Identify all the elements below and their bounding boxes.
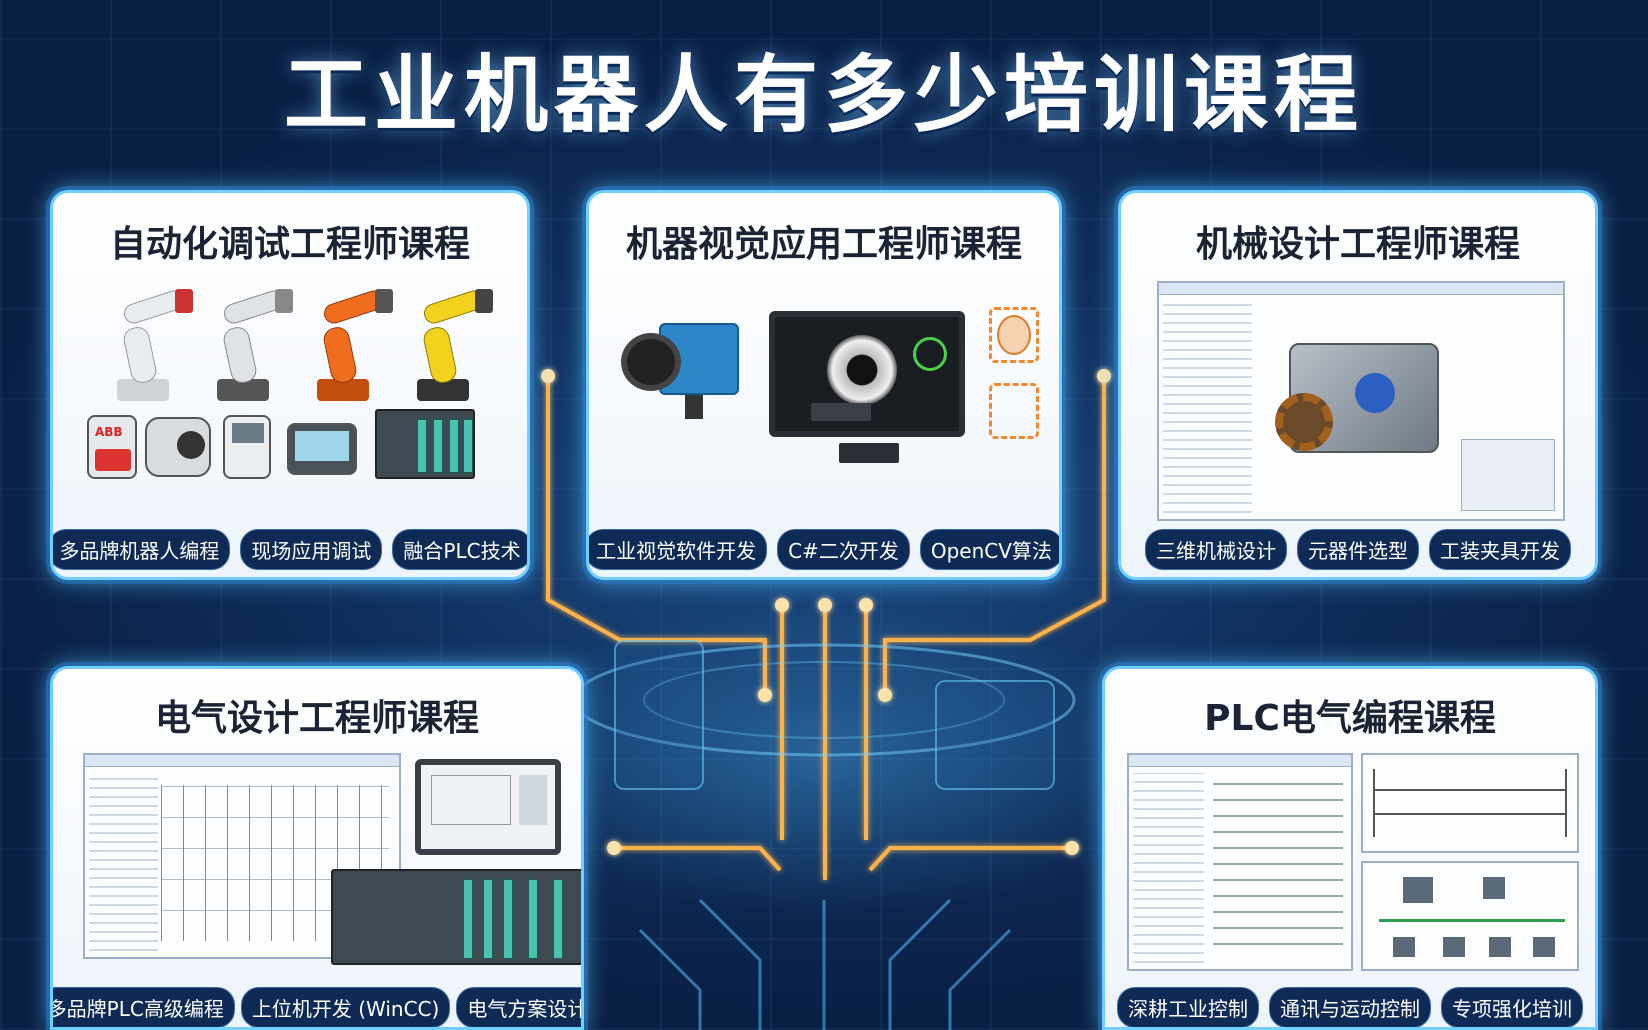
- circuit-trace: [888, 898, 952, 1030]
- circuit-line: [868, 846, 1072, 872]
- course-tag: 元器件选型: [1297, 529, 1419, 570]
- vision-software-monitor: [769, 311, 965, 437]
- code-lines: [1213, 781, 1343, 959]
- circuit-node: [1097, 369, 1111, 383]
- course-tag: 工业视觉软件开发: [589, 529, 768, 570]
- course-tag: 电气方案设计: [456, 987, 581, 1027]
- circuit-trace: [948, 928, 1012, 1030]
- page-title: 工业机器人有多少培训课程: [283, 46, 1364, 144]
- robot-arm-icon: [93, 281, 193, 401]
- circuit-trace: [698, 898, 762, 1030]
- course-title: PLC电气编程课程: [1204, 698, 1496, 739]
- robot-arms-illustration: [93, 281, 493, 406]
- course-tag: 通讯与运动控制: [1269, 987, 1431, 1027]
- course-tag: C#二次开发: [777, 529, 910, 570]
- course-tag: 多品牌PLC高级编程: [53, 987, 235, 1027]
- circuit-node: [541, 369, 555, 383]
- brand-label: ABB: [95, 425, 123, 439]
- circuit-trace: [638, 928, 702, 1030]
- course-card-machine-vision[interactable]: 机器视觉应用工程师课程 工业视觉软件开发 C#二次开发 OpenCV算法: [586, 190, 1062, 580]
- plc-rack-icon: [331, 869, 581, 965]
- course-tag: 专项强化培训: [1441, 987, 1583, 1027]
- course-tag: 现场应用调试: [240, 529, 383, 570]
- hud-panel-left: [614, 640, 704, 790]
- course-tags: 工业视觉软件开发 C#二次开发 OpenCV算法: [589, 529, 1059, 570]
- circuit-node: [607, 841, 621, 855]
- course-tags: 多品牌机器人编程 现场应用调试 融合PLC技术: [53, 529, 527, 570]
- course-card-automation[interactable]: 自动化调试工程师课程 ABB: [50, 190, 530, 580]
- course-tag: 融合PLC技术: [392, 529, 527, 570]
- gear-detail-view: [1461, 439, 1555, 511]
- hmi-panel-icon: [287, 423, 357, 475]
- ladder-diagram: [1361, 753, 1579, 853]
- teach-pendant-icon: [223, 415, 271, 479]
- plc-module-icon: [375, 409, 475, 479]
- course-title: 电气设计工程师课程: [154, 698, 479, 739]
- course-title: 机械设计工程师课程: [1195, 224, 1520, 265]
- course-tag: 上位机开发 (WinCC): [240, 987, 451, 1027]
- course-tag: OpenCV算法: [919, 529, 1059, 570]
- robot-arm-icon: [193, 281, 293, 401]
- circuit-node: [758, 688, 772, 702]
- circuit-line: [614, 846, 782, 872]
- course-card-plc-programming[interactable]: PLC电气编程课程 深耕工业控制 通讯与运动控制 专项强化培训: [1102, 666, 1598, 1030]
- gear-icon: [1355, 373, 1395, 413]
- monitor-stand: [839, 443, 899, 463]
- face-recognition-icon: [983, 307, 1043, 447]
- course-title: 自动化调试工程师课程: [109, 224, 470, 265]
- course-card-electrical-design[interactable]: 电气设计工程师课程 多品牌PLC高级编程 上位机开发 (WinCC) 电气方案设…: [50, 666, 584, 1030]
- course-tag: 工装夹具开发: [1429, 529, 1571, 570]
- hmi-touch-panel: [415, 759, 561, 855]
- course-title: 机器视觉应用工程师课程: [625, 224, 1022, 265]
- circuit-node: [859, 598, 873, 612]
- controller-devices: ABB: [87, 409, 507, 485]
- course-tag: 深耕工业控制: [1117, 987, 1259, 1027]
- industrial-camera-icon: [619, 315, 743, 425]
- electrical-schematic-screenshot: [83, 753, 401, 959]
- circuit-node: [1065, 841, 1079, 855]
- circuit-node: [878, 688, 892, 702]
- course-tag: 三维机械设计: [1145, 529, 1287, 570]
- network-topology: [1361, 861, 1579, 971]
- course-card-mechanical-design[interactable]: 机械设计工程师课程 三维机械设计 元器件选型 工装夹具开发: [1118, 190, 1598, 580]
- robot-arm-icon: [293, 281, 393, 401]
- course-tags: 深耕工业控制 通讯与运动控制 专项强化培训: [1105, 987, 1595, 1027]
- plc-ide-screenshot: [1127, 753, 1353, 971]
- circuit-node: [818, 598, 832, 612]
- cad-software-screenshot: [1157, 281, 1565, 521]
- teach-pendant-icon: [145, 417, 211, 477]
- course-tags: 三维机械设计 元器件选型 工装夹具开发: [1121, 529, 1595, 570]
- ladder-rungs: [1373, 769, 1567, 837]
- robot-arm-icon: [393, 281, 493, 401]
- hud-panel-right: [935, 680, 1055, 790]
- gear-icon: [1275, 393, 1333, 451]
- course-tag: 多品牌机器人编程: [53, 529, 231, 570]
- teach-pendant-icon: ABB: [87, 415, 137, 479]
- circuit-node: [775, 598, 789, 612]
- course-tags: 多品牌PLC高级编程 上位机开发 (WinCC) 电气方案设计: [53, 987, 581, 1027]
